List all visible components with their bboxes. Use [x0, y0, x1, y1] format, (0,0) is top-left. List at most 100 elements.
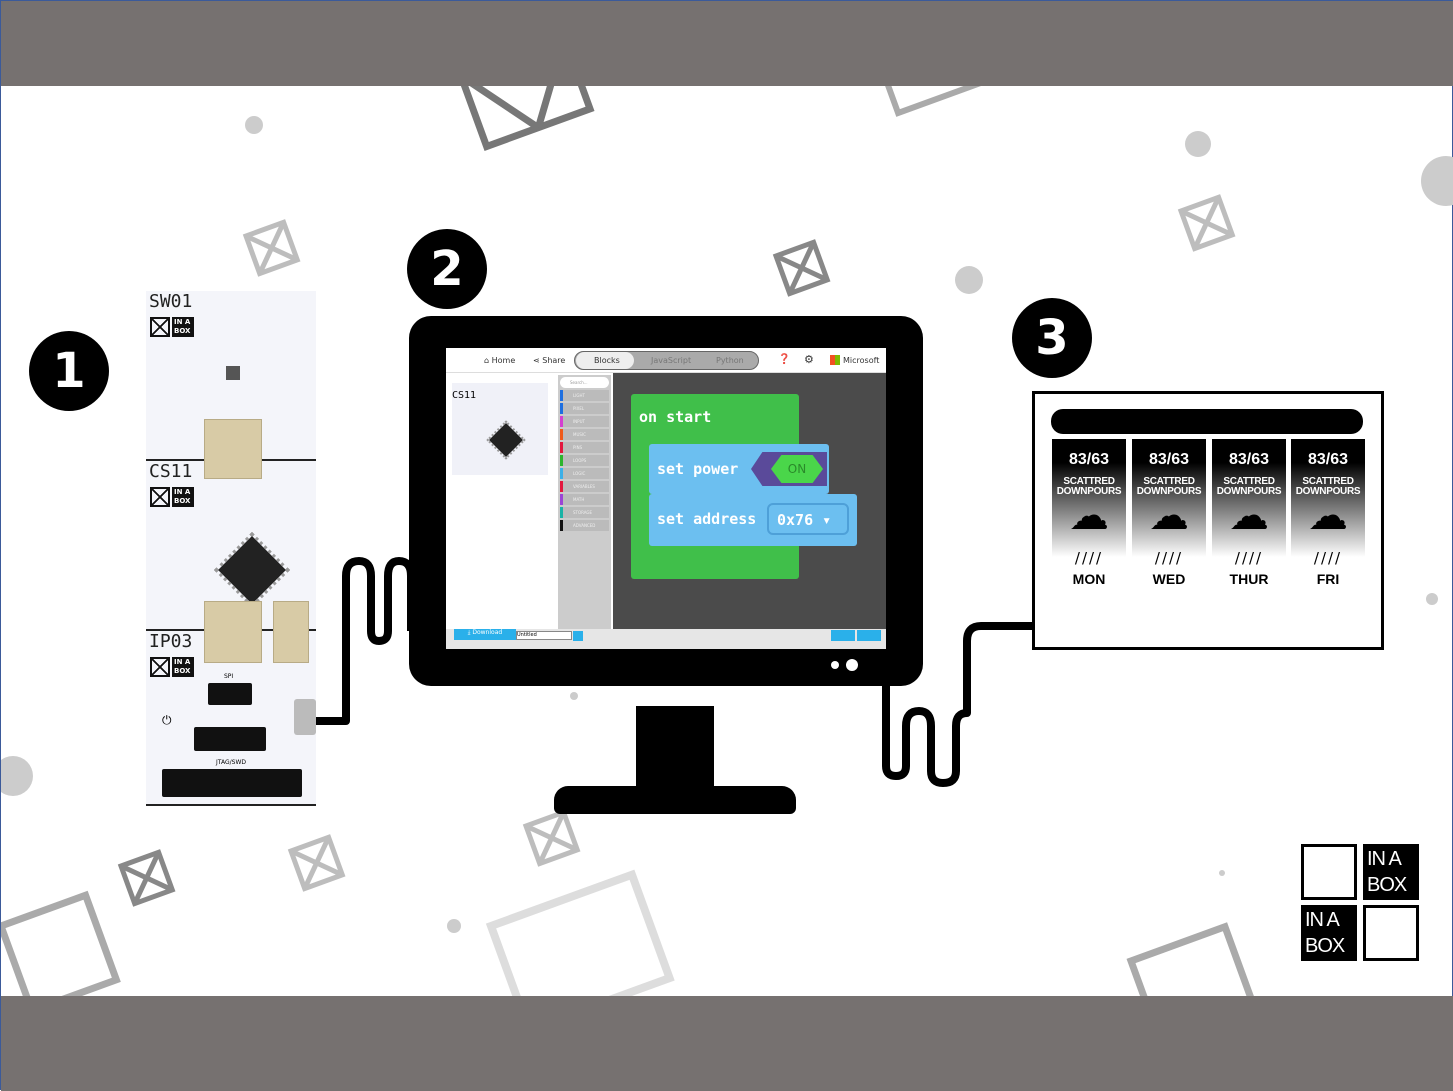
envelope-icon — [772, 239, 831, 297]
simulator-label: CS11 — [452, 390, 477, 401]
toolbox-search[interactable]: Search... — [560, 377, 609, 388]
microcontroller-chip — [213, 531, 291, 609]
display-cable — [882, 622, 1032, 787]
step-badge-2: 2 — [407, 229, 487, 309]
temperature: 83/63 — [1228, 451, 1270, 468]
category-logic[interactable]: LOGIC — [560, 468, 609, 479]
header-pins — [194, 727, 266, 751]
address-dropdown[interactable]: 0x76 ▾ — [767, 503, 849, 535]
simulator-panel: CS11 — [452, 383, 548, 475]
block-toolbox: Search... LIGHT PIXEL INPUT MUSIC PINS L… — [558, 375, 611, 629]
envelope-icon — [877, 86, 996, 117]
category-loops[interactable]: LOOPS — [560, 455, 609, 466]
cloud-icon: ☁ — [1149, 493, 1189, 539]
home-button[interactable]: ⌂ Home — [484, 356, 516, 365]
envelope-icon — [485, 869, 675, 996]
undo-redo-buttons[interactable] — [831, 630, 855, 641]
condition: SCATTRED DOWNPOURS — [1216, 476, 1282, 497]
xinabox-logo-icon — [150, 487, 170, 507]
tab-blocks[interactable] — [576, 352, 634, 369]
jtag-label: JTAG/SWD — [216, 759, 246, 766]
day-label: FRI — [1316, 571, 1340, 587]
top-banner — [1, 1, 1453, 86]
category-input[interactable]: INPUT — [560, 416, 609, 427]
microsoft-brand: Microsoft — [843, 356, 880, 365]
category-storage[interactable]: STORAGE — [560, 507, 609, 518]
block-workspace: on start set power ON set address 0x76 ▾ — [613, 373, 886, 629]
weather-header-bar — [1051, 409, 1363, 434]
step-badge-1: 1 — [29, 331, 109, 411]
temperature: 83/63 — [1148, 451, 1190, 468]
tab-javascript[interactable]: JavaScript — [651, 356, 692, 365]
spi-header — [208, 683, 252, 705]
editor-toolbar: ⌂ Home ⋖ Share Blocks JavaScript Python … — [446, 348, 886, 373]
rain-icon: //// — [1074, 549, 1104, 567]
day-label: MON — [1072, 571, 1106, 587]
x-box-icon — [1301, 844, 1357, 900]
logo-text: IN A BOX — [172, 317, 194, 337]
monitor-neck — [636, 706, 714, 791]
share-label: Share — [542, 356, 566, 365]
envelope-icon — [1126, 922, 1257, 996]
makecode-editor: ⌂ Home ⋖ Share Blocks JavaScript Python … — [446, 348, 886, 649]
usb-cable — [316, 557, 415, 725]
download-label: Download — [472, 629, 503, 636]
x-box-icon — [1363, 905, 1419, 961]
envelope-icon — [1177, 194, 1236, 252]
power-value: ON — [771, 455, 823, 483]
set-address-label: set address — [657, 510, 757, 528]
connector-pad — [273, 601, 309, 663]
background-decoration — [1, 86, 1453, 996]
step-badge-3: 3 — [1012, 298, 1092, 378]
rain-icon: //// — [1234, 549, 1264, 567]
zoom-buttons[interactable] — [857, 630, 881, 641]
project-name-input[interactable]: Untitled — [516, 631, 572, 640]
category-advanced[interactable]: ADVANCED — [560, 520, 609, 531]
envelope-icon — [1, 890, 121, 996]
set-power-block[interactable]: set power ON — [649, 444, 829, 494]
simulator-chip — [486, 420, 526, 460]
sensor-chip — [226, 366, 240, 380]
cloud-icon: ☁ — [1069, 493, 1109, 539]
category-light[interactable]: LIGHT — [560, 390, 609, 401]
set-address-block[interactable]: set address 0x76 ▾ — [649, 494, 857, 546]
tab-blocks-label: Blocks — [594, 356, 620, 365]
microsoft-logo-icon — [830, 355, 840, 365]
category-pixel[interactable]: PIXEL — [560, 403, 609, 414]
tab-python[interactable]: Python — [716, 356, 744, 365]
rain-icon: //// — [1154, 549, 1184, 567]
home-label: Home — [491, 356, 516, 365]
logo-text: IN A BOX — [172, 487, 194, 507]
cloud-icon: ☁ — [1229, 493, 1269, 539]
power-icon: ⏻ — [162, 713, 172, 727]
connector-pad — [204, 419, 262, 479]
day-label: WED — [1152, 571, 1186, 587]
envelope-icon — [117, 849, 176, 907]
download-button[interactable]: ⤓ Download — [454, 629, 516, 640]
category-variables[interactable]: VARIABLES — [560, 481, 609, 492]
cloud-icon: ☁ — [1308, 493, 1348, 539]
envelope-icon — [522, 809, 581, 867]
address-value: 0x76 — [777, 511, 814, 529]
category-pins[interactable]: PINS — [560, 442, 609, 453]
spi-label: SPI — [224, 673, 234, 680]
jtag-header — [162, 769, 302, 797]
xinabox-logo-icon — [150, 317, 170, 337]
envelope-icon — [456, 86, 595, 151]
logo-text-top: IN A BOX — [1363, 844, 1419, 900]
save-button[interactable] — [573, 631, 583, 641]
day-label: THUR — [1229, 571, 1269, 587]
gear-icon[interactable]: ⚙ — [804, 353, 814, 366]
share-button[interactable]: ⋖ Share — [533, 356, 566, 365]
category-math[interactable]: MATH — [560, 494, 609, 505]
power-led — [846, 659, 858, 671]
rain-icon: //// — [1313, 549, 1343, 567]
set-power-label: set power — [657, 460, 739, 478]
monitor-base — [554, 786, 796, 814]
category-music[interactable]: MUSIC — [560, 429, 609, 440]
temperature: 83/63 — [1068, 451, 1110, 468]
help-icon[interactable]: ❓ — [778, 354, 791, 365]
